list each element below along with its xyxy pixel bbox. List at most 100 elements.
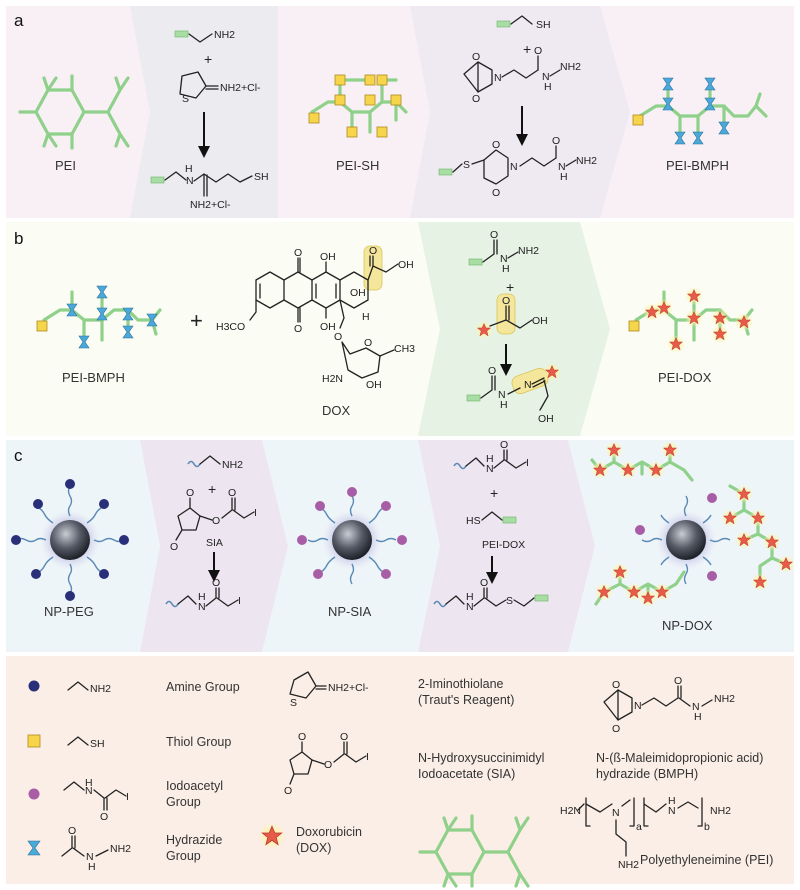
a1-iminium: NH2+Cl- [220,82,261,94]
c1-prod-h: H [198,591,206,603]
c2-pei-dox: PEI-DOX [482,539,525,551]
a1-plus: + [204,51,212,67]
b-hyd-o: O [490,229,498,241]
legend-iodo-dot [28,788,40,800]
c2-hs: HS [466,515,481,527]
legend-sia-o2: O [284,785,292,797]
a2-prod-nh2: NH2 [576,155,597,167]
panel-b-background [6,222,794,436]
c2-p-o: O [480,577,488,589]
a1-product-iminium: NH2+Cl- [190,199,231,211]
legend-traut-iminium: NH2+Cl- [328,682,369,694]
b-p-oh: OH [538,413,554,425]
c2-p-h: H [466,591,474,603]
a1-product-sh: SH [254,171,269,183]
c1-o2: O [170,541,178,553]
panel-label-b: b [14,229,23,248]
legend-hyd-n: N [86,851,94,863]
pei-bmph-polymer-b [36,285,162,349]
a1-product-n: N [186,175,194,187]
b-plus: + [190,308,203,333]
a2-o1: O [472,51,480,63]
c2-plus: + [490,485,498,501]
c1-sia: SIA [206,537,223,549]
legend-sia-1: N-Hydroxysuccinimidyl [418,751,544,765]
pei-dox-polymer [628,286,754,354]
np-peg [11,479,129,601]
c1-o4: O [228,487,236,499]
dox-h: H [362,311,370,323]
pei-bmph-label-a: PEI-BMPH [666,158,729,173]
a2-n: N [494,72,502,84]
legend-traut-s: S [290,697,297,709]
legend-sia-o3: O [324,759,332,771]
c1-i: I [254,507,257,519]
legend-bmph-1: N-(ß-Maleimidopropionic acid) [596,751,763,765]
a2-prod-h: H [560,171,568,183]
c2-h: H [486,453,494,465]
dox-o-ring: O [364,337,372,349]
b-plus2: + [506,279,514,295]
legend-pei-a: a [636,821,642,833]
np-sia-label: NP-SIA [328,604,372,619]
b-k-oh: OH [532,315,548,327]
c2-p-n: N [466,601,474,613]
c1-prod-o: O [212,577,220,589]
b-p-n: N [498,389,506,401]
b-p-h: H [500,399,508,411]
legend-iodo-n: N [85,785,93,797]
legend-hydrazide-2: Group [166,849,201,863]
a2-prod-o3: O [552,135,560,147]
pei-sh-polymer [308,74,408,138]
c1-o3: O [212,515,220,527]
panel-a-background [6,6,794,218]
a2-o3: O [534,45,542,57]
b-hyd-h: H [502,263,510,275]
a2-plus: + [523,41,531,57]
legend-bmph-o2: O [612,723,620,735]
legend-dox-2: (DOX) [296,841,331,855]
legend-sia-i: I [366,751,369,763]
reaction-c1: NH2 + O O O O I SIA H N O I [165,455,257,613]
b-p-o: O [488,365,496,377]
legend-background [6,656,794,884]
legend-hydrazide-mark [27,840,41,856]
panel-label-c: c [14,446,23,465]
dox-o-sugar: O [334,331,342,343]
dox-o-bot: O [294,323,302,335]
a2-prod-o2: O [492,187,500,199]
a2-sh: SH [536,19,551,31]
b-k-o: O [502,295,510,307]
dox-oh-side: OH [398,259,414,271]
legend-amine: Amine Group [166,680,240,694]
legend-pei-h2n: H2N [560,805,581,817]
pei-label: PEI [55,158,76,173]
c1-prod-n: N [198,601,206,613]
legend-iodo-h: H [85,777,93,789]
pei-bmph-polymer-a [632,77,768,145]
dox-o-ketone: O [369,245,377,257]
np-dox [590,440,796,608]
pei-sh-label: PEI-SH [336,158,379,173]
np-sia [297,487,407,585]
dox-o-top: O [294,247,302,259]
a2-o2: O [472,93,480,105]
pei-polymer-a [18,74,130,150]
legend: NH2 Amine Group SH Thiol Group H N O I I… [27,671,773,888]
a2-prod-s: S [463,159,470,171]
legend-thiol-square [27,734,41,748]
legend-sia-o1: O [298,731,306,743]
legend-bmph-o1: O [612,679,620,691]
b-hyd-nh2: NH2 [518,245,539,257]
b-hyd-n: N [500,253,508,265]
dox-h3co: H3CO [216,321,245,333]
a2-hh: H [544,81,552,93]
legend-amine-dot [28,680,40,692]
legend-dox-star [258,822,286,850]
a2-prod-o1: O [492,139,500,151]
legend-dox-1: Doxorubicin [296,825,362,839]
np-dox-label: NP-DOX [662,618,713,633]
c2-p-s: S [506,595,513,607]
dox-oh-bot: OH [320,321,336,333]
a2-prod-n: N [510,161,518,173]
